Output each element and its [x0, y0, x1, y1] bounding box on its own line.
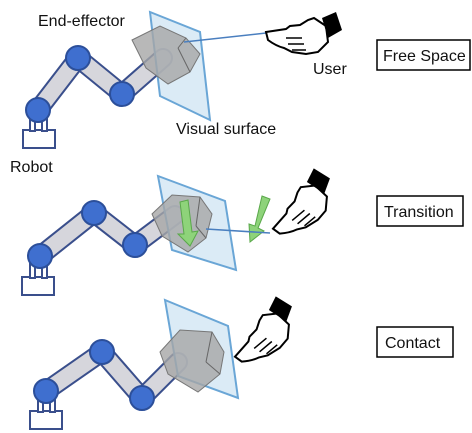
arm-joint [122, 232, 148, 258]
end-effector [131, 25, 201, 85]
panel-transition: Transition [21, 168, 464, 296]
panel-free-space: End-effector User Visual surface Robot F… [10, 10, 471, 176]
robot-base [22, 129, 56, 149]
state-label-transition: Transition [384, 204, 454, 221]
pointing-hand-icon [264, 12, 342, 56]
arm-joint [81, 200, 107, 226]
panel-contact: Contact [29, 296, 454, 430]
end-effector [159, 329, 225, 393]
state-box-transition [376, 195, 464, 227]
robot-base [21, 276, 55, 296]
label-robot: Robot [10, 159, 53, 176]
state-box-free-space [376, 39, 471, 71]
arm-joint [89, 339, 115, 365]
end-effector [151, 194, 213, 253]
pointing-hand-icon [233, 296, 292, 363]
label-user: User [313, 61, 347, 78]
down-arrow-icon [248, 195, 271, 243]
arm-joint [109, 81, 135, 107]
arm-joint [65, 45, 91, 71]
proxy-link-line [205, 228, 271, 234]
pointing-hand-icon [271, 168, 330, 235]
label-end-effector: End-effector [38, 13, 126, 30]
arm-joint [33, 378, 59, 404]
label-visual-surface: Visual surface [176, 121, 276, 138]
arm-joint [25, 97, 51, 123]
robot-base [29, 410, 63, 430]
state-label-contact: Contact [385, 335, 441, 352]
arm-joint [129, 385, 155, 411]
state-box-contact [376, 326, 454, 358]
arm-joint [27, 243, 53, 269]
down-arrow-icon [176, 199, 199, 247]
state-label-free-space: Free Space [383, 48, 466, 65]
proxy-link-line [183, 32, 267, 43]
